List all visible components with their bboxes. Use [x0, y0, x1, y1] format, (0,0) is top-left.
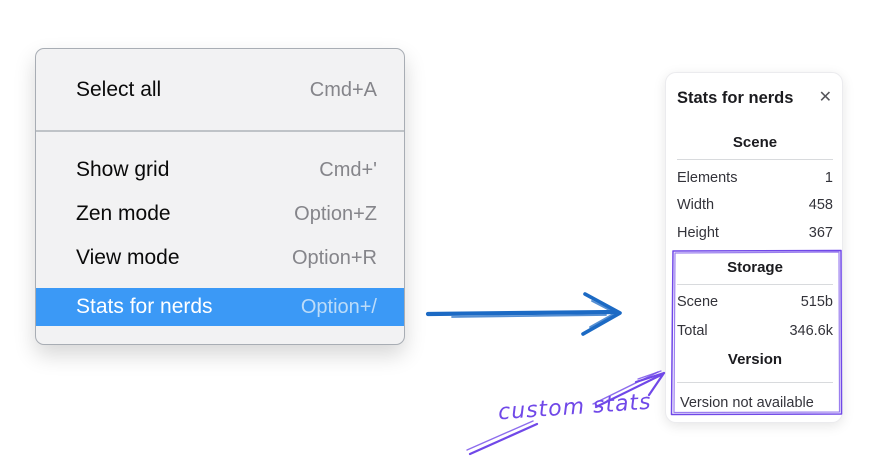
stat-row-height: Height 367 — [677, 221, 833, 245]
scene-section-heading: Scene — [732, 134, 778, 151]
stat-row-width: Width 458 — [677, 193, 833, 217]
stat-value: 458 — [808, 197, 833, 213]
menu-item-shortcut: Cmd+A — [309, 78, 377, 101]
stat-label: Scene — [677, 294, 719, 310]
stat-label: Total — [677, 323, 708, 339]
stat-label: Width — [677, 197, 715, 213]
stat-value: 515b — [800, 294, 833, 310]
menu-item-label: Stats for nerds — [76, 295, 213, 318]
menu-item-zen-mode[interactable]: Zen mode Option+Z — [36, 192, 404, 236]
menu-item-shortcut: Option+R — [291, 246, 377, 269]
custom-stats-label: custom stats — [497, 389, 653, 426]
menu-item-shortcut: Cmd+' — [319, 158, 377, 181]
version-section-heading: Version — [727, 351, 783, 368]
menu-item-label: View mode — [76, 246, 180, 269]
menu-item-stats-for-nerds[interactable]: Stats for nerds Option+/ — [36, 288, 404, 326]
stat-value: 1 — [824, 170, 833, 186]
section-divider — [677, 382, 833, 383]
menu-item-shortcut: Option+Z — [294, 202, 377, 225]
version-note: Version not available — [680, 395, 814, 411]
stat-label: Height — [677, 225, 719, 241]
stat-value: 367 — [808, 225, 833, 241]
storage-section-heading: Storage — [727, 259, 783, 276]
menu-item-select-all[interactable]: Select all Cmd+A — [36, 66, 404, 114]
stat-label: Elements — [677, 170, 738, 186]
menu-item-label: Show grid — [76, 158, 170, 181]
stats-panel: Stats for nerds ✕ Scene Elements 1 Width… — [665, 72, 843, 423]
stats-panel-title: Stats for nerds — [677, 88, 794, 107]
section-divider — [677, 159, 833, 160]
stat-value: 346.6k — [789, 323, 833, 339]
menu-item-label: Select all — [76, 78, 162, 101]
section-divider — [677, 284, 833, 285]
stats-panel-header: Stats for nerds ✕ — [677, 87, 832, 109]
menu-divider — [36, 130, 404, 132]
stat-row-total-storage: Total 346.6k — [677, 319, 833, 343]
blue-arrow — [425, 292, 622, 336]
menu-item-label: Zen mode — [76, 202, 171, 225]
menu-item-view-mode[interactable]: View mode Option+R — [36, 236, 404, 280]
close-icon[interactable]: ✕ — [818, 89, 832, 106]
stat-row-elements: Elements 1 — [677, 166, 833, 190]
stat-row-scene-storage: Scene 515b — [677, 290, 833, 314]
menu-item-show-grid[interactable]: Show grid Cmd+' — [36, 148, 404, 192]
context-menu: Select all Cmd+A Show grid Cmd+' Zen mod… — [35, 48, 405, 345]
menu-item-shortcut: Option+/ — [300, 295, 377, 318]
